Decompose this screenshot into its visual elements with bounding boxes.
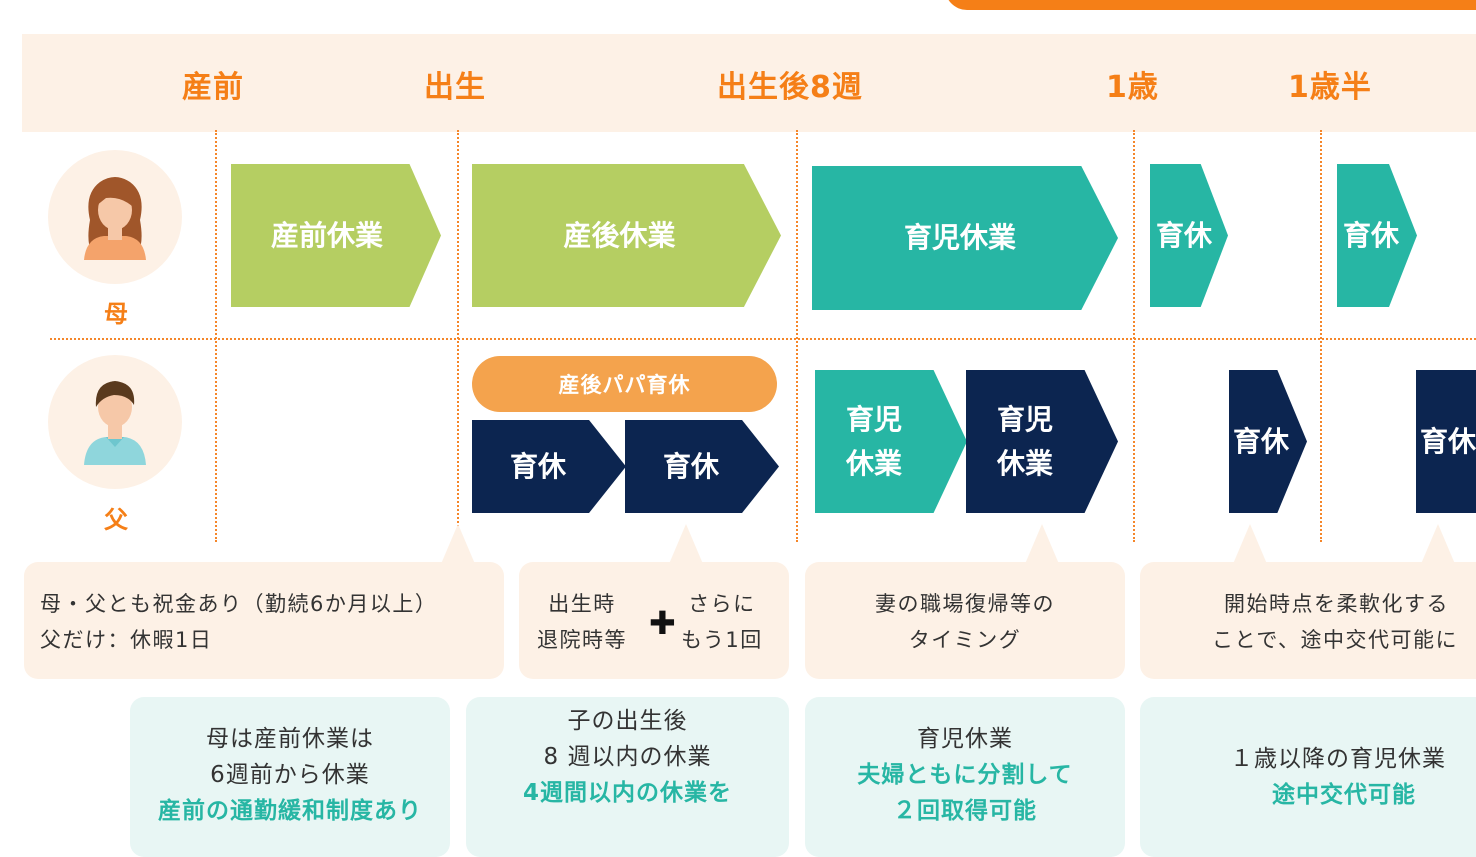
timeline-label-8weeks: 出生後8週 [717, 70, 863, 105]
bar-father-leave-3: 育休 [1229, 370, 1307, 513]
bar-father-leave-2-label: 育休 [662, 449, 719, 483]
divider-1year [1133, 130, 1135, 542]
bar-father-childcare-1-line2: 休業 [845, 446, 902, 480]
note-4-line1: 開始時点を柔軟化する [1224, 592, 1449, 616]
papa-leave-pill: 産後パパ育休 [472, 356, 777, 412]
info-box-4-highlight: 途中交代可能 [1272, 782, 1416, 808]
bar-father-leave-2: 育休 [625, 420, 779, 513]
note-3-pointer [1025, 524, 1059, 564]
timeline-label-prenatal: 産前 [182, 70, 244, 105]
bar-father-childcare-2-line1: 育児 [996, 403, 1053, 437]
divider-birth [457, 130, 459, 542]
role-label-father: 父 [104, 506, 128, 534]
note-3: 妻の職場復帰等の タイミング [805, 562, 1125, 679]
bar-father-leave-4-label: 育休 [1420, 424, 1476, 458]
info-box-2-line2: 8 週以内の休業 [543, 744, 712, 770]
mother-avatar [48, 150, 182, 284]
man-avatar-icon [84, 381, 146, 465]
bar-father-leave-4: 育休 [1416, 370, 1476, 513]
info-box-3-line1: 育児休業 [917, 726, 1013, 752]
bar-postnatal-leave: 産後休業 [472, 164, 781, 307]
bar-mother-leave-1: 育休 [1150, 164, 1228, 307]
row-divider [50, 338, 1476, 340]
note-1-pointer [441, 524, 475, 564]
bar-father-childcare-1: 育児 休業 [815, 370, 967, 513]
info-box-3-highlight-2: ２回取得可能 [893, 798, 1037, 824]
plus-icon: ✚ [649, 604, 676, 642]
note-2-right-line1: さらに [688, 592, 756, 616]
info-box-1: 母は産前休業は 6週前から休業 産前の通勤緩和制度あり [130, 697, 450, 857]
bar-father-childcare-1-line1: 育児 [845, 403, 902, 437]
role-label-mother: 母 [104, 300, 128, 328]
bar-father-childcare-2: 育児 休業 [966, 370, 1118, 513]
info-box-1-highlight: 産前の通勤緩和制度あり [158, 798, 422, 824]
bar-mother-childcare-leave: 育児休業 [812, 166, 1118, 310]
info-box-4: １歳以降の育児休業 途中交代可能 [1140, 697, 1476, 857]
note-3-line2: タイミング [908, 628, 1022, 652]
note-2-right-line2: もう1回 [681, 628, 763, 652]
info-box-2: 子の出生後 8 週以内の休業 4週間以内の休業を [466, 697, 789, 857]
bar-mother-leave-2: 育休 [1337, 164, 1417, 307]
note-2-left-line2: 退院時等 [537, 628, 627, 652]
bar-father-leave-3-label: 育休 [1233, 424, 1290, 458]
bar-father-leave-1: 育休 [472, 420, 626, 513]
bar-father-leave-1-label: 育休 [509, 449, 566, 483]
note-2: 出生時 退院時等 さらに もう1回 [519, 562, 789, 679]
note-4-line2: ことで、途中交代可能に [1212, 628, 1459, 652]
bar-mother-childcare-leave-label: 育児休業 [903, 221, 1016, 255]
bar-mother-leave-1-label: 育休 [1156, 218, 1213, 252]
info-box-2-highlight: 4週間以内の休業を [522, 780, 732, 806]
info-box-4-line1: １歳以降の育児休業 [1230, 746, 1446, 772]
note-4-pointer-a [1233, 524, 1267, 564]
note-3-line1: 妻の職場復帰等の [875, 592, 1055, 616]
divider-8weeks [796, 130, 798, 542]
info-box-1-line2: 6週前から休業 [210, 762, 370, 788]
bar-prenatal-leave-label: 産前休業 [270, 218, 383, 252]
timeline-label-1-5year: 1歳半 [1288, 70, 1372, 105]
info-box-1-line1: 母は産前休業は [206, 726, 374, 752]
info-box-2-line1: 子の出生後 [567, 708, 688, 734]
bar-postnatal-leave-label: 産後休業 [563, 218, 676, 252]
father-avatar [48, 355, 182, 489]
info-box-3: 育児休業 夫婦ともに分割して ２回取得可能 [805, 697, 1125, 857]
bar-father-childcare-2-line2: 休業 [996, 446, 1053, 480]
note-2-left: 出生時 退院時等 [537, 586, 627, 658]
note-1-line2: 父だけ：休暇1日 [40, 628, 213, 652]
divider-prenatal [215, 130, 217, 542]
bar-mother-leave-2-label: 育休 [1343, 218, 1400, 252]
timeline-label-1year: 1歳 [1106, 70, 1159, 105]
note-1-line1: 母・父とも祝金あり（勤続6か月以上） [40, 592, 438, 616]
note-2-pointer [669, 524, 703, 564]
header-accent-bar [945, 0, 1476, 10]
note-2-left-line1: 出生時 [548, 592, 616, 616]
note-4: 開始時点を柔軟化する ことで、途中交代可能に [1140, 562, 1476, 679]
note-2-right: さらに もう1回 [681, 586, 763, 658]
divider-1-5year [1320, 130, 1322, 542]
timeline-header [22, 34, 1476, 132]
bar-prenatal-leave: 産前休業 [231, 164, 441, 307]
timeline-label-birth: 出生 [424, 70, 486, 105]
info-box-3-highlight-1: 夫婦ともに分割して [857, 762, 1073, 788]
woman-avatar-icon [84, 177, 146, 260]
note-4-pointer-b [1421, 524, 1455, 564]
note-1: 母・父とも祝金あり（勤続6か月以上） 父だけ：休暇1日 [24, 562, 504, 679]
